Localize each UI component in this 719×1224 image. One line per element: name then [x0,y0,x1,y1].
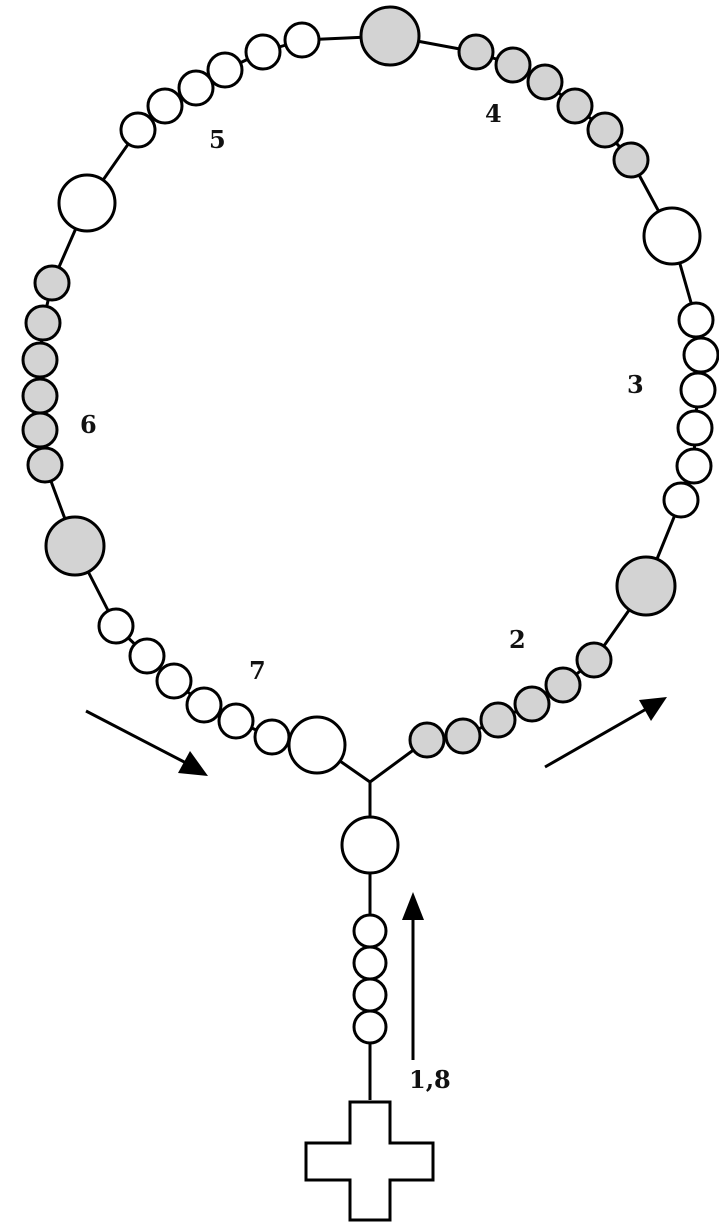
section-4-bead [614,143,648,177]
section-2-bead [515,687,549,721]
section-7-bead [99,609,133,643]
section-2-bead [410,723,444,757]
section-4-bead [528,65,562,99]
label-3: 3 [627,370,644,399]
section-3-bead [681,373,715,407]
section-3-bead [664,483,698,517]
section-7-bead [219,704,253,738]
stem-small-bead [354,979,386,1011]
section-7-bead [130,639,164,673]
section-6-bead [35,266,69,300]
section-2-bead [481,703,515,737]
label-2: 2 [509,625,526,654]
stem-small-bead [354,915,386,947]
cross-icon [306,1102,433,1220]
label-1-8: 1,8 [409,1065,451,1094]
stem-small-bead [354,1011,386,1043]
arrow-right-icon [86,711,208,776]
label-7: 7 [249,656,266,685]
large-bead [361,7,419,65]
section-6-bead [23,379,57,413]
stem-large-bead [342,817,398,873]
section-6-bead [23,343,57,377]
section-3-bead [678,411,712,445]
arrow-right-icon [545,697,667,767]
section-4-bead [496,48,530,82]
section-5-bead [148,89,182,123]
section-4-bead [459,35,493,69]
section-5-bead [285,23,319,57]
arrow-up-icon [402,892,424,1060]
section-7-bead [255,720,289,754]
section-2-bead [446,719,480,753]
section-2-bead [546,668,580,702]
large-bead [46,517,104,575]
section-3-bead [684,338,718,372]
section-6-bead [23,413,57,447]
large-bead [644,208,700,264]
large-bead [289,717,345,773]
large-bead [59,175,115,231]
section-4-bead [558,89,592,123]
large-bead [617,557,675,615]
section-4-bead [588,113,622,147]
section-5-bead [179,71,213,105]
section-6-bead [26,306,60,340]
stem-small-bead [354,947,386,979]
section-6-bead [28,448,62,482]
section-5-bead [246,35,280,69]
label-6: 6 [80,410,97,439]
section-3-bead [677,449,711,483]
label-4: 4 [485,99,502,128]
section-3-bead [679,303,713,337]
section-7-bead [187,688,221,722]
section-2-bead [577,643,611,677]
section-5-bead [121,113,155,147]
label-5: 5 [209,125,226,154]
section-7-bead [157,664,191,698]
